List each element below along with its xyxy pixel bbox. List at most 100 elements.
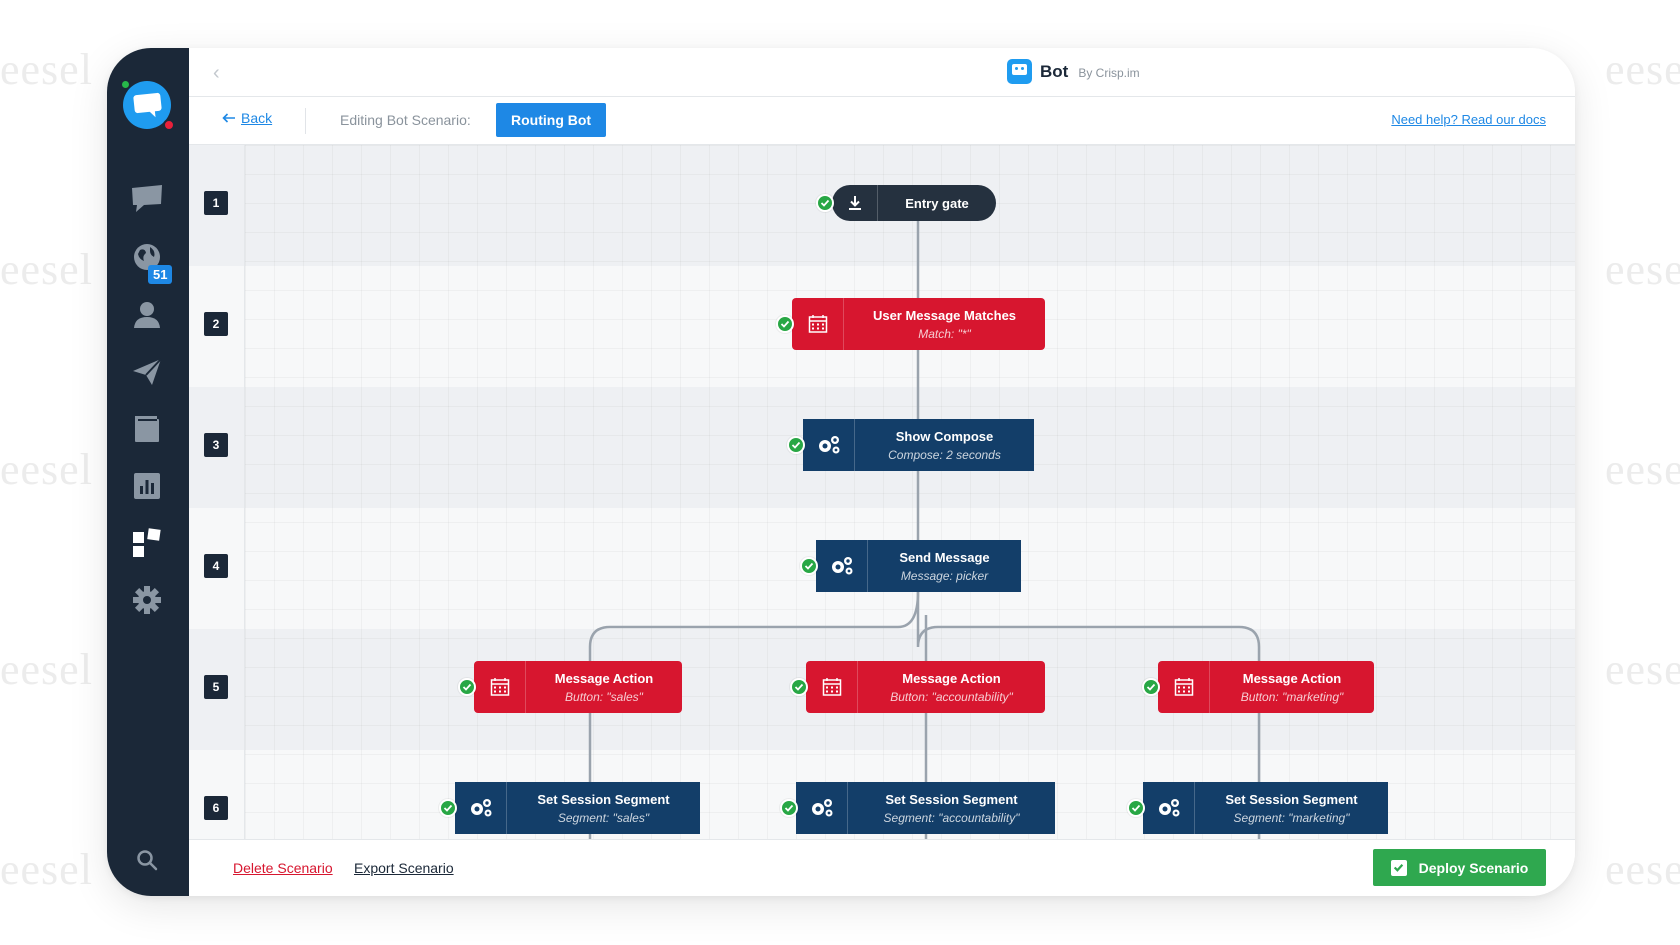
flow-connectors xyxy=(588,207,1261,839)
watermark-text: eesel xyxy=(0,245,93,294)
row-number-column xyxy=(189,145,245,839)
node-message-action-sales[interactable]: Message Action Button: "sales" xyxy=(474,661,682,713)
divider xyxy=(305,108,306,134)
crisp-logo[interactable] xyxy=(120,79,175,131)
node-detail: Segment: "accountability" xyxy=(883,810,1020,825)
node-set-segment-accountability[interactable]: Set Session Segment Segment: "accountabi… xyxy=(796,782,1055,834)
checkbox-icon xyxy=(1390,859,1407,876)
node-title: User Message Matches xyxy=(872,307,1017,323)
check-icon xyxy=(439,799,457,817)
row-number: 1 xyxy=(204,191,228,215)
deploy-scenario-button[interactable]: Deploy Scenario xyxy=(1373,849,1546,886)
node-detail: Message: picker xyxy=(900,568,989,583)
editing-label: Editing Bot Scenario: xyxy=(340,112,471,128)
sidebar: 51 xyxy=(107,48,189,896)
scenario-toolbar: Back Editing Bot Scenario: Routing Bot N… xyxy=(189,97,1575,145)
node-set-segment-marketing[interactable]: Set Session Segment Segment: "marketing" xyxy=(1143,782,1388,834)
chevron-left-icon[interactable]: ‹ xyxy=(213,62,220,84)
check-icon xyxy=(787,436,805,454)
help-docs-link[interactable]: Need help? Read our docs xyxy=(1391,112,1546,127)
title-bar: ‹ Bot By Crisp.im xyxy=(189,48,1575,97)
chat-icon[interactable] xyxy=(130,182,164,216)
watermark-text: eesel xyxy=(0,445,93,494)
helpdesk-icon[interactable] xyxy=(130,412,164,446)
bot-icon xyxy=(1007,59,1032,84)
delete-scenario-link[interactable]: Delete Scenario xyxy=(233,860,333,876)
check-icon xyxy=(790,678,808,696)
watermark-text: eesel xyxy=(1605,645,1680,694)
analytics-icon[interactable] xyxy=(130,469,164,503)
calendar-icon xyxy=(1158,661,1210,713)
contacts-icon[interactable] xyxy=(130,298,164,332)
node-title: Message Action xyxy=(554,670,654,686)
calendar-icon xyxy=(806,661,858,713)
canvas-grid xyxy=(245,145,1575,839)
node-detail: Segment: "marketing" xyxy=(1233,810,1350,825)
node-detail: Button: "marketing" xyxy=(1240,689,1344,704)
node-title: Set Session Segment xyxy=(1225,791,1358,807)
campaigns-icon[interactable] xyxy=(130,355,164,389)
row-number: 5 xyxy=(204,675,228,699)
node-show-compose[interactable]: Show Compose Compose: 2 seconds xyxy=(803,419,1034,471)
node-message-action-accountability[interactable]: Message Action Button: "accountability" xyxy=(806,661,1045,713)
gears-icon xyxy=(796,782,848,834)
calendar-icon xyxy=(474,661,526,713)
node-title: Set Session Segment xyxy=(885,791,1018,807)
deploy-label: Deploy Scenario xyxy=(1418,859,1529,876)
watermark-text: eesel xyxy=(1605,445,1680,494)
calendar-icon xyxy=(792,298,844,350)
check-icon xyxy=(458,678,476,696)
node-detail: Match: "*" xyxy=(918,326,971,341)
node-detail: Button: "sales" xyxy=(565,689,643,704)
check-icon xyxy=(776,315,794,333)
globe-icon[interactable] xyxy=(130,240,164,274)
check-icon xyxy=(800,557,818,575)
visitors-count-badge: 51 xyxy=(148,265,173,284)
node-title: Send Message xyxy=(899,549,990,565)
check-icon xyxy=(816,194,834,212)
node-title: Set Session Segment xyxy=(537,791,670,807)
plugins-icon[interactable] xyxy=(130,526,164,560)
node-title: Show Compose xyxy=(895,428,994,444)
node-title: Entry gate xyxy=(905,195,969,211)
row-number: 3 xyxy=(204,433,228,457)
scenario-name-button[interactable]: Routing Bot xyxy=(496,103,607,137)
app-window: 51 ‹ Bot By Crisp.im xyxy=(107,48,1575,896)
watermark-text: eesel xyxy=(1605,245,1680,294)
gears-icon xyxy=(803,419,855,471)
notification-dot xyxy=(163,119,175,131)
back-link[interactable]: Back xyxy=(222,110,272,126)
gears-icon xyxy=(1143,782,1195,834)
node-title: Message Action xyxy=(1242,670,1342,686)
arrow-left-icon xyxy=(222,113,235,123)
settings-icon[interactable] xyxy=(130,583,164,617)
row-number: 4 xyxy=(204,554,228,578)
check-icon xyxy=(780,799,798,817)
watermark-text: eesel xyxy=(1605,845,1680,894)
node-detail: Compose: 2 seconds xyxy=(888,447,1001,462)
scenario-footer: Delete Scenario Export Scenario Deploy S… xyxy=(189,839,1575,896)
check-icon xyxy=(1142,678,1160,696)
back-label: Back xyxy=(241,110,273,126)
watermark-text: eesel xyxy=(1605,45,1680,94)
online-dot xyxy=(120,79,131,90)
node-send-message[interactable]: Send Message Message: picker xyxy=(816,540,1021,592)
node-user-message-matches[interactable]: User Message Matches Match: "*" xyxy=(792,298,1045,350)
row-number: 2 xyxy=(204,312,228,336)
gears-icon xyxy=(455,782,507,834)
watermark-text: eesel xyxy=(0,45,93,94)
node-entry-gate[interactable]: Entry gate xyxy=(832,185,996,221)
node-message-action-marketing[interactable]: Message Action Button: "marketing" xyxy=(1158,661,1374,713)
app-vendor: By Crisp.im xyxy=(1078,66,1140,80)
scenario-canvas[interactable]: 1 2 3 4 5 6 Entry gate xyxy=(189,145,1575,839)
node-detail: Button: "accountability" xyxy=(890,689,1013,704)
watermark-text: eesel xyxy=(0,845,93,894)
app-name: Bot xyxy=(1040,61,1069,81)
node-set-segment-sales[interactable]: Set Session Segment Segment: "sales" xyxy=(455,782,700,834)
row-number: 6 xyxy=(204,796,228,820)
export-scenario-link[interactable]: Export Scenario xyxy=(354,860,454,876)
app-title: Bot By Crisp.im xyxy=(1007,59,1140,84)
search-icon[interactable] xyxy=(130,843,164,877)
download-icon xyxy=(832,185,878,221)
node-title: Message Action xyxy=(902,670,1001,686)
